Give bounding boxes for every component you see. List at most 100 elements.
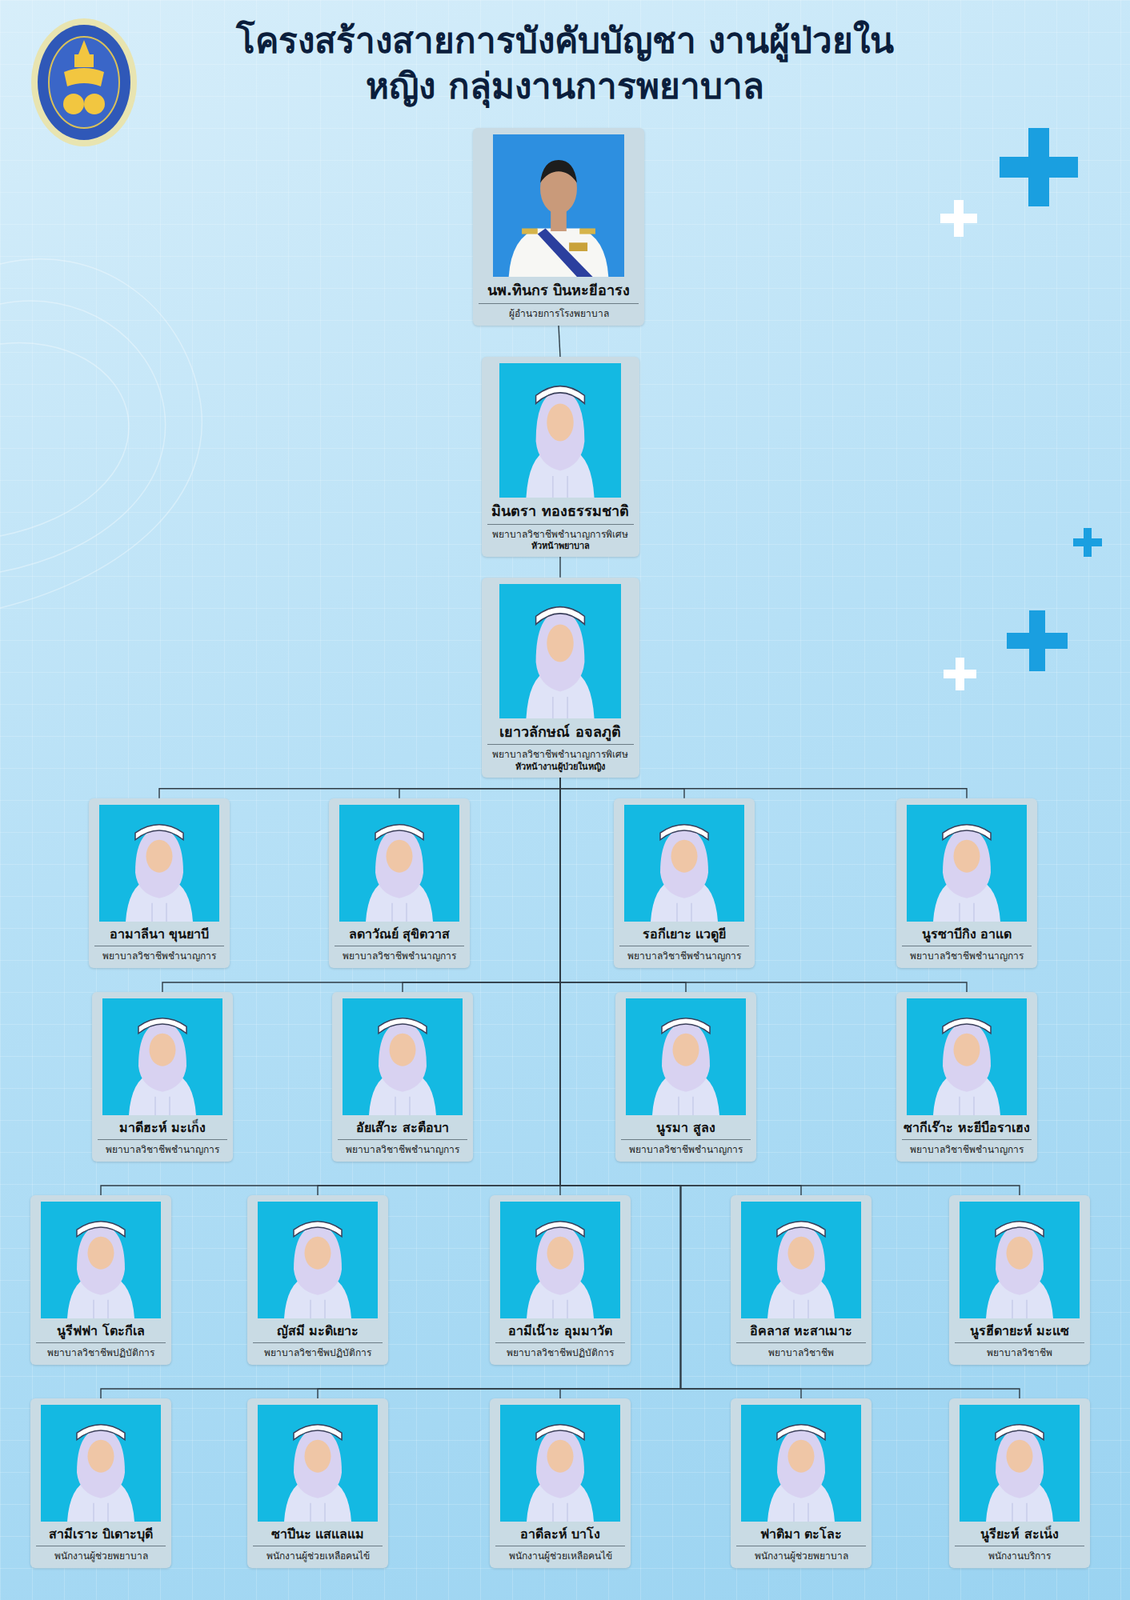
person-card: ลดาวัณย์ สุขิตวาสพยาบาลวิชาชีพชำนาญการ <box>328 798 470 969</box>
portrait-photo <box>339 805 460 922</box>
plus-decor <box>999 128 1102 672</box>
job-title: พยาบาลวิชาชีพชำนาญการ <box>97 1140 228 1158</box>
person-card: รอกีเยาะ แวดูยีพยาบาลวิชาชีพชำนาญการ <box>613 798 755 969</box>
job-title: พยาบาลวิชาชีพชำนาญการพิเศษ <box>487 745 634 762</box>
portrait-photo <box>625 998 746 1116</box>
person-name: นูรีฟฟา โตะกีเล <box>36 1322 166 1344</box>
person-name: ฟาติมา ตะโละ <box>736 1525 866 1547</box>
person-name: อาดีละห์ บาโง <box>495 1525 626 1547</box>
person-card: อามีเน๊าะ อุมมาวัตพยาบาลวิชาชีพปฏิบัติกา… <box>489 1195 631 1366</box>
person-name: อิคลาส หะสาเมาะ <box>736 1322 866 1344</box>
person-name: ซากีเร๊าะ หะยีบือราเฮง <box>901 1118 1032 1141</box>
person-name: นูรฮีดายะห์ มะแซ <box>954 1322 1085 1344</box>
person-name: รอกีเยาะ แวดูยี <box>619 925 750 947</box>
job-title: พยาบาลวิชาชีพปฏิบัติการ <box>495 1343 626 1361</box>
portrait-photo <box>499 363 622 498</box>
org-connector <box>560 777 802 1196</box>
portrait-photo <box>257 1405 378 1523</box>
person-card: ซาปีนะ แสแลแมพนักงานผู้ช่วยเหลือคนไข้ <box>247 1398 389 1569</box>
role-title: หัวหน้าพยาบาล <box>487 540 634 553</box>
job-title: พยาบาลวิชาชีพชำนาญการ <box>337 1140 468 1158</box>
org-connector <box>560 777 685 799</box>
job-title: พยาบาลวิชาชีพชำนาญการ <box>901 946 1032 964</box>
portrait-photo <box>40 1202 161 1319</box>
person-card: เยาวลักษณ์ อจลภูติพยาบาลวิชาชีพชำนาญการพ… <box>481 577 640 778</box>
job-title: พยาบาลวิชาชีพ <box>954 1343 1085 1361</box>
portrait-photo <box>492 134 625 277</box>
job-title: พนักงานบริการ <box>954 1546 1085 1564</box>
job-title: พยาบาลวิชาชีพชำนาญการ <box>621 1140 751 1158</box>
job-title: พยาบาลวิชาชีพชำนาญการ <box>619 946 750 964</box>
contour-lines <box>0 259 202 609</box>
org-connector <box>558 325 561 357</box>
person-card: สามีเราะ บิเดาะบุดีพนักงานผู้ช่วยพยาบาล <box>30 1398 172 1569</box>
person-card: นูรมา สูลงพยาบาลวิชาชีพชำนาญการ <box>615 992 757 1163</box>
job-title: พยาบาลวิชาชีพชำนาญการพิเศษ <box>487 524 634 542</box>
person-card: นพ.ทินกร บินหะยีอารงผู้อำนวยการโรงพยาบาล <box>472 128 645 326</box>
person-name: ลดาวัณย์ สุขิตวาส <box>334 925 465 947</box>
job-title: พนักงานผู้ช่วยพยาบาล <box>36 1546 166 1564</box>
org-connector <box>159 777 561 799</box>
person-card: นูรซาบีกิง อาแดพยาบาลวิชาชีพชำนาญการ <box>896 798 1038 969</box>
job-title: พยาบาลวิชาชีพชำนาญการ <box>334 946 465 964</box>
person-card: นูรฮีดายะห์ มะแซพยาบาลวิชาชีพ <box>949 1195 1090 1366</box>
portrait-photo <box>959 1405 1080 1523</box>
person-name: อามาลีนา ขุนยาบี <box>94 925 225 947</box>
org-connector <box>399 777 561 799</box>
portrait-photo <box>959 1202 1080 1319</box>
role-title: หัวหน้างานผู้ป่วยในหญิง <box>487 761 634 774</box>
job-title: พยาบาลวิชาชีพชำนาญการ <box>901 1140 1032 1158</box>
job-title: ผู้อำนวยการโรงพยาบาล <box>478 304 639 321</box>
portrait-photo <box>257 1202 378 1319</box>
portrait-photo <box>102 998 223 1116</box>
person-card: อาดีละห์ บาโงพนักงานผู้ช่วยเหลือคนไข้ <box>489 1398 631 1569</box>
portrait-photo <box>906 998 1027 1116</box>
portrait-photo <box>40 1405 161 1523</box>
person-name: เยาวลักษณ์ อจลภูติ <box>487 721 634 746</box>
job-title: พยาบาลวิชาชีพ <box>736 1343 866 1361</box>
job-title: พนักงานผู้ช่วยเหลือคนไข้ <box>495 1546 626 1564</box>
job-title: พนักงานผู้ช่วยเหลือคนไข้ <box>252 1546 383 1564</box>
person-card: ซากีเร๊าะ หะยีบือราเฮงพยาบาลวิชาชีพชำนาญ… <box>896 992 1038 1163</box>
portrait-photo <box>741 1405 862 1523</box>
portrait-photo <box>99 805 220 922</box>
person-name: นพ.ทินกร บินหะยีอารง <box>478 280 639 305</box>
plus-decor-white <box>940 200 978 691</box>
job-title: พยาบาลวิชาชีพปฏิบัติการ <box>36 1343 166 1361</box>
person-name: ญัสมี มะดิเยาะ <box>252 1322 383 1344</box>
portrait-photo <box>499 584 622 719</box>
person-name: มินตรา ทองธรรมชาติ <box>487 500 634 525</box>
portrait-photo <box>906 805 1027 922</box>
person-card: มินตรา ทองธรรมชาติพยาบาลวิชาชีพชำนาญการพ… <box>481 356 640 557</box>
person-card: ฟาติมา ตะโละพนักงานผู้ช่วยพยาบาล <box>730 1398 872 1569</box>
person-name: สามีเราะ บิเดาะบุดี <box>36 1525 166 1547</box>
portrait-photo <box>624 805 745 922</box>
job-title: พยาบาลวิชาชีพปฏิบัติการ <box>252 1343 383 1361</box>
portrait-photo <box>500 1405 621 1523</box>
portrait-photo <box>741 1202 862 1319</box>
person-name: อัยเส๊าะ สะตือบา <box>337 1118 468 1141</box>
portrait-photo <box>500 1202 621 1319</box>
job-title: พยาบาลวิชาชีพชำนาญการ <box>94 946 225 964</box>
person-card: อิคลาส หะสาเมาะพยาบาลวิชาชีพ <box>730 1195 872 1366</box>
person-name: มาดีฮะห์ มะเก็ง <box>97 1118 228 1141</box>
hospital-logo <box>31 18 137 147</box>
chart-title: โครงสร้างสายการบังคับบัญชา งานผู้ป่วยในห… <box>204 17 926 109</box>
person-name: อามีเน๊าะ อุมมาวัต <box>495 1322 626 1344</box>
person-name: ซาปีนะ แสแลแม <box>252 1525 383 1547</box>
person-name: นูรซาบีกิง อาแด <box>901 925 1032 947</box>
org-connector <box>317 777 561 1196</box>
person-card: อัยเส๊าะ สะตือบาพยาบาลวิชาชีพชำนาญการ <box>332 992 473 1163</box>
person-card: นูรียะห์ สะเน็งพนักงานบริการ <box>949 1398 1090 1569</box>
person-card: ญัสมี มะดิเยาะพยาบาลวิชาชีพปฏิบัติการ <box>247 1195 389 1366</box>
portrait-photo <box>342 998 463 1116</box>
person-name: นูรมา สูลง <box>621 1118 751 1141</box>
person-card: นูรีฟฟา โตะกีเลพยาบาลวิชาชีพปฏิบัติการ <box>30 1195 172 1366</box>
person-card: มาดีฮะห์ มะเก็งพยาบาลวิชาชีพชำนาญการ <box>92 992 233 1163</box>
job-title: พนักงานผู้ช่วยพยาบาล <box>736 1546 866 1564</box>
org-connector <box>559 556 561 578</box>
person-card: อามาลีนา ขุนยาบีพยาบาลวิชาชีพชำนาญการ <box>88 798 230 969</box>
org-connector <box>560 777 967 799</box>
person-name: นูรียะห์ สะเน็ง <box>954 1525 1085 1547</box>
